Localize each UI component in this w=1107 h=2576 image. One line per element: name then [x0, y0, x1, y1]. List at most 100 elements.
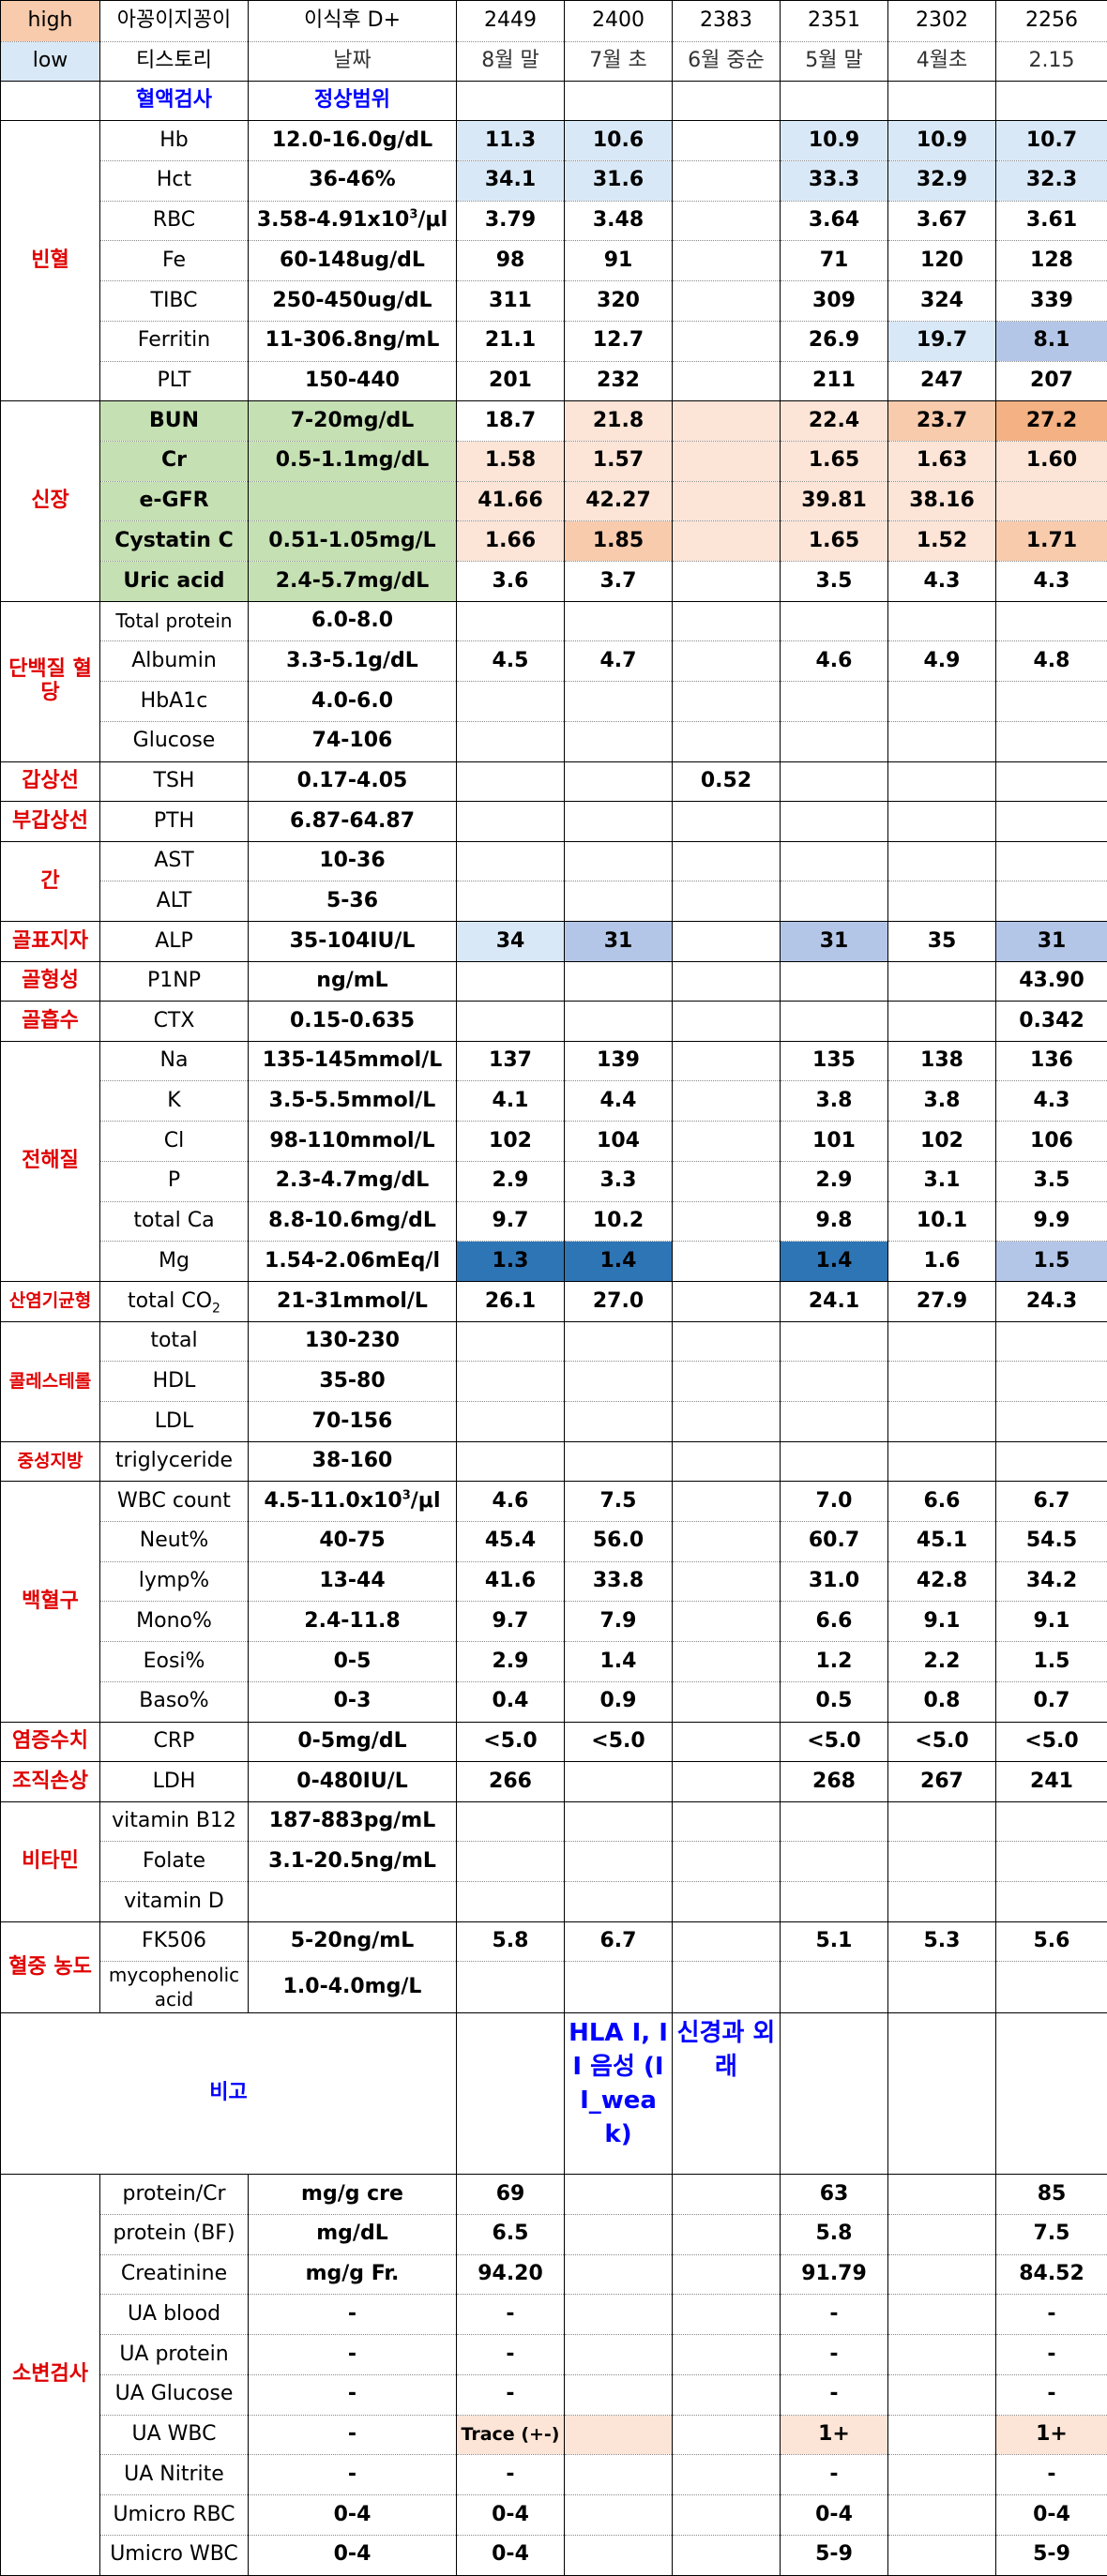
test-name: vitamin D: [100, 1882, 249, 1922]
test-name: Hct: [100, 160, 249, 201]
value-cell: [565, 721, 673, 761]
empty-cell: [888, 82, 996, 121]
value-cell: 207: [996, 361, 1107, 401]
value-cell: 1.60: [996, 441, 1107, 481]
normal-range-part: 4.5-11.0x10: [264, 1489, 402, 1513]
value-cell: [673, 1642, 781, 1682]
value-cell: [781, 1842, 888, 1882]
value-cell: [673, 521, 781, 562]
value-cell: -: [781, 2335, 888, 2375]
value-cell: 98: [457, 241, 565, 281]
remarks-label: 비고: [1, 2013, 457, 2175]
value-cell: [673, 1081, 781, 1122]
value-cell: 0.8: [888, 1681, 996, 1722]
value-cell: 85: [996, 2175, 1107, 2215]
legend-low: low: [1, 42, 100, 82]
value-cell: [996, 1962, 1107, 2013]
normal-range: ng/mL: [249, 961, 457, 1002]
value-cell: 3.48: [565, 201, 673, 241]
value-cell: 0.342: [996, 1002, 1107, 1042]
value-cell: [673, 682, 781, 722]
value-cell: 24.3: [996, 1282, 1107, 1322]
normal-range: -: [249, 2415, 457, 2455]
empty-cell: [781, 82, 888, 121]
test-name: triglyceride: [100, 1441, 249, 1482]
value-cell: [457, 1842, 565, 1882]
value-cell: 10.9: [781, 121, 888, 161]
test-name: LDH: [100, 1762, 249, 1802]
value-cell: 0-4: [781, 2495, 888, 2536]
value-cell: [673, 1242, 781, 1282]
value-cell: 60.7: [781, 1521, 888, 1561]
value-cell: [673, 361, 781, 401]
normal-range: 187-883pg/mL: [249, 1801, 457, 1842]
category-bone_resorption: 골흡수: [1, 1002, 100, 1042]
value-cell: 35: [888, 922, 996, 962]
column-day: 2256: [996, 1, 1107, 42]
normal-range: 13-44: [249, 1561, 457, 1602]
value-cell: [888, 2254, 996, 2295]
value-cell: 1.57: [565, 441, 673, 481]
value-cell: 9.8: [781, 1201, 888, 1242]
value-cell: 22.4: [781, 401, 888, 442]
value-cell: 4.8: [996, 641, 1107, 682]
value-cell: 0.52: [673, 761, 781, 802]
normal-range: 11-306.8ng/mL: [249, 321, 457, 361]
test-name: PLT: [100, 361, 249, 401]
normal-range: 36-46%: [249, 160, 457, 201]
normal-range: mg/g cre: [249, 2175, 457, 2215]
column-date: 8월 말: [457, 42, 565, 82]
category-drug_level: 혈중 농도: [1, 1921, 100, 2013]
normal-range: [249, 481, 457, 521]
test-name: UA blood: [100, 2295, 249, 2335]
normal-range: mg/dL: [249, 2214, 457, 2254]
value-cell: 41.6: [457, 1561, 565, 1602]
value-cell: 71: [781, 241, 888, 281]
value-cell: [888, 2335, 996, 2375]
category-protein_sugar: 단백질 혈당: [1, 601, 100, 761]
value-cell: [888, 2455, 996, 2495]
category-wbc: 백혈구: [1, 1482, 100, 1723]
value-cell: 21.1: [457, 321, 565, 361]
normal-range: 1.0-4.0mg/L: [249, 1962, 457, 2013]
test-name: Creatinine: [100, 2254, 249, 2295]
normal-range: 150-440: [249, 361, 457, 401]
value-cell: [673, 1722, 781, 1762]
normal-range: 0-480IU/L: [249, 1762, 457, 1802]
value-cell: [781, 1801, 888, 1842]
value-cell: 2.9: [457, 1161, 565, 1201]
value-cell: 324: [888, 281, 996, 322]
value-cell: [888, 2495, 996, 2536]
value-cell: [673, 2254, 781, 2295]
category-electrolyte: 전해질: [1, 1041, 100, 1282]
test-name: LDL: [100, 1402, 249, 1442]
value-cell: [673, 1041, 781, 1081]
value-cell: [565, 1962, 673, 2013]
value-cell: 267: [888, 1762, 996, 1802]
date-label: 날짜: [249, 42, 457, 82]
normal-range: 10-36: [249, 841, 457, 881]
value-cell: 232: [565, 361, 673, 401]
value-cell: [565, 1362, 673, 1402]
value-cell: [673, 2295, 781, 2335]
value-cell: [673, 1921, 781, 1962]
value-cell: 6.7: [565, 1921, 673, 1962]
value-cell: 128: [996, 241, 1107, 281]
value-cell: [457, 1321, 565, 1362]
row-vitd: vitamin D: [1, 1882, 1107, 1922]
value-cell: [673, 1521, 781, 1561]
post-transplant-day-label: 이식후 D+: [249, 1, 457, 42]
category-liver: 간: [1, 841, 100, 922]
value-cell: 1.63: [888, 441, 996, 481]
value-cell: [565, 802, 673, 842]
